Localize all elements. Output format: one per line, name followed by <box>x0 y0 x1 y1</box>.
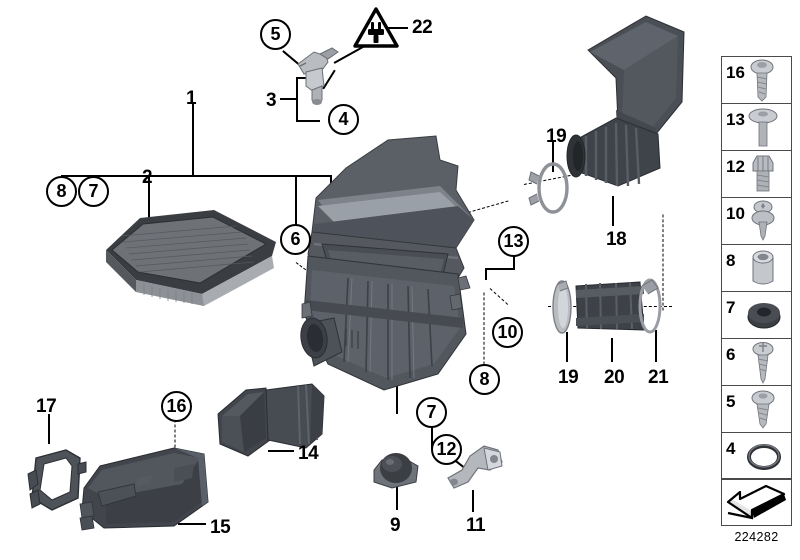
diagram-number: 224282 <box>734 530 779 544</box>
leader-9-top <box>396 382 398 414</box>
intake-duct <box>217 383 325 457</box>
legend-row-12: 12 <box>722 151 791 198</box>
legend-number: 8 <box>726 251 736 270</box>
legend-number: 7 <box>726 298 736 317</box>
callout-2: 2 <box>142 167 153 188</box>
legend-row-5: 5 <box>722 386 791 433</box>
leader-1-drop-far <box>330 175 332 187</box>
callout-18: 18 <box>606 229 627 250</box>
leader-14 <box>268 450 294 452</box>
leader-18 <box>612 196 614 226</box>
callout-8: 8 <box>46 176 77 207</box>
direction-arrow-box <box>721 479 792 526</box>
callout-17: 17 <box>36 396 57 417</box>
callout-4: 4 <box>328 104 359 135</box>
hex-bolt-icon <box>752 155 774 192</box>
rubber-mount <box>373 453 419 489</box>
leader-19-lower <box>566 332 568 362</box>
leader-9-bottom <box>396 484 398 510</box>
oval-head-screw-icon <box>752 342 774 384</box>
legend-number: 6 <box>726 345 736 364</box>
callout-21: 21 <box>648 367 669 388</box>
electrical-connector-icon <box>353 7 399 48</box>
direction-arrow-icon <box>726 484 786 520</box>
spacer-sleeve-icon <box>752 250 774 285</box>
legend-row-4: 4 <box>722 433 791 480</box>
leader-19-upper <box>552 142 554 172</box>
callout-7-right: 7 <box>416 397 447 428</box>
leader-13-drop <box>485 268 487 280</box>
leader-3-stem <box>280 98 296 100</box>
expanding-rivet-icon <box>751 200 775 241</box>
callout-11: 11 <box>466 515 486 536</box>
callout-12: 12 <box>431 434 462 465</box>
leader-11 <box>472 490 474 512</box>
legend-row-6: 6 <box>722 339 791 386</box>
legend-row-8: 8 <box>722 245 791 292</box>
holding-bracket <box>447 445 503 489</box>
callout-1: 1 <box>186 88 197 109</box>
truss-head-rivet-icon <box>748 108 778 147</box>
legend-row-13: 13 <box>722 104 791 151</box>
legend-number: 16 <box>726 63 745 82</box>
legend-panel: 16 13 12 <box>721 56 792 479</box>
o-ring-icon <box>747 444 781 470</box>
leader-7-right <box>431 422 433 450</box>
intake-silencer-housing <box>300 135 475 391</box>
callout-10: 10 <box>492 317 523 348</box>
legend-number: 5 <box>726 392 736 411</box>
callout-16: 16 <box>161 391 192 422</box>
callout-20: 20 <box>604 367 625 388</box>
rubber-boot-assembly <box>552 278 662 334</box>
leader-21 <box>655 330 657 362</box>
callout-6: 6 <box>280 224 311 255</box>
callout-7: 7 <box>78 176 109 207</box>
callout-3: 3 <box>266 90 277 111</box>
rubber-grommet-icon <box>747 303 781 329</box>
leader-13-lower <box>485 268 515 270</box>
callout-8-right: 8 <box>469 364 500 395</box>
callout-14: 14 <box>298 443 319 464</box>
legend-number: 10 <box>726 204 745 223</box>
legend-number: 4 <box>726 439 736 458</box>
callout-13: 13 <box>498 226 529 257</box>
callout-22: 22 <box>412 17 433 38</box>
leader-20 <box>611 338 613 362</box>
leader-15 <box>178 523 206 525</box>
leader-1-rail <box>61 175 331 177</box>
legend-row-7: 7 <box>722 292 791 339</box>
leader-3-rail <box>296 77 298 121</box>
leader-2-stem <box>148 186 150 218</box>
callout-5: 5 <box>260 19 291 50</box>
callout-19-upper: 19 <box>546 126 567 147</box>
leader-22 <box>388 27 408 29</box>
callout-19-lower: 19 <box>558 367 579 388</box>
rubber-seal <box>27 449 87 511</box>
mass-air-flow-sensor <box>297 47 339 105</box>
leader-1-stem <box>192 104 194 176</box>
legend-number: 13 <box>726 110 745 129</box>
hose-clamp-upper <box>528 162 569 214</box>
intake-elbow-scoop <box>566 15 685 187</box>
legend-row-10: 10 <box>722 198 791 245</box>
leader-3-bottom <box>296 120 320 122</box>
callout-9: 9 <box>390 515 401 536</box>
leader-1-drop-right <box>295 175 297 227</box>
pan-head-screw-icon <box>750 59 774 102</box>
leader-17 <box>48 414 50 444</box>
legend-number: 12 <box>726 157 745 176</box>
air-filter-element <box>106 210 276 306</box>
fillister-head-screw-icon <box>751 390 775 429</box>
legend-row-16: 16 <box>722 57 791 104</box>
intake-silencer-lower <box>79 447 209 531</box>
callout-15: 15 <box>210 517 231 538</box>
